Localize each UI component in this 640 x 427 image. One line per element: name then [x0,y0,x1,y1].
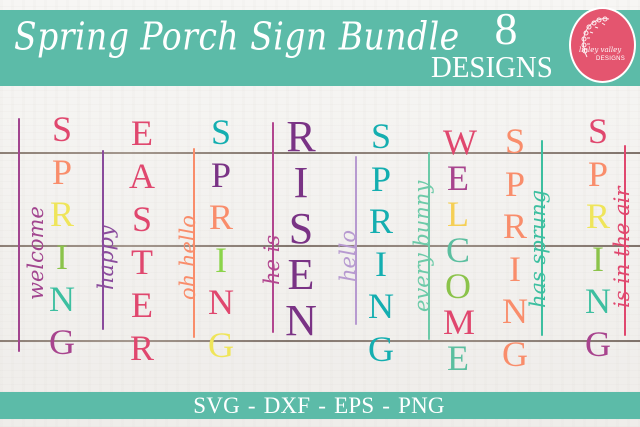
sign-letter: I [509,248,521,289]
format-png: PNG [398,393,445,418]
sign-letter: I [215,239,227,280]
sign-letter: M [443,302,476,342]
sign-letter: A [129,156,155,196]
script-flourish-line [428,152,430,340]
sign-letter: E [447,158,469,198]
sign-letter: R [49,194,74,234]
format-separator: - [247,393,256,418]
sign-letter: W [443,122,477,162]
plank-seam [0,340,640,342]
sign-letter: G [585,323,611,364]
brand-logo: linley valley DESIGNS [569,7,636,83]
sign-letter: I [56,236,68,277]
format-eps: EPS [334,393,375,418]
sign-letter: S [131,199,153,239]
sign-letter: I [592,238,604,279]
script-flourish-line [541,140,543,336]
script-flourish-line [624,145,626,336]
sign-letter: E [131,113,153,153]
script-phrase: has sprung [526,189,550,308]
sign-letter: T [131,242,153,282]
sign-letter: N [208,282,234,322]
sign-letter: R [286,112,316,161]
script-phrase: is in the air [610,186,634,308]
sign-letter: N [585,281,611,321]
script-phrase: every bunny [410,180,434,312]
format-separator: - [318,393,327,418]
script-flourish-line [102,150,104,330]
sign-letter: I [375,243,387,284]
sign-letter: P [587,153,609,194]
sign-letter: S [370,116,392,156]
sign-letter: S [587,111,609,151]
brand-name-script: linley valley [579,46,622,54]
plank-seam [0,245,640,247]
sign-letter: S [504,121,526,161]
bundle-title: Spring Porch Sign Bundle [14,14,460,59]
sign-letter: R [585,196,610,236]
format-svg: SVG [193,393,240,418]
sign-letter: R [368,201,393,241]
sign-letter: G [208,324,234,365]
sign-letter: N [502,291,528,331]
script-flourish-line [18,118,20,352]
sign-letter: G [502,333,528,374]
sign-letter: N [285,296,317,345]
design-count: 8 [494,3,518,54]
design-count-label: DESIGNS [431,49,553,84]
sign-letter: C [445,230,470,270]
plank-seam [0,152,640,154]
sign-letter: P [370,158,392,199]
sign-letter: R [208,197,233,237]
file-formats: SVG - DXF - EPS - PNG [0,392,640,420]
script-phrase: hello [336,229,360,282]
sign-letter: S [288,204,314,253]
sign-letter: G [49,321,75,362]
format-separator: - [382,393,391,418]
script-flourish-line [193,148,195,338]
sign-letter: P [210,154,232,195]
script-phrase: oh hello [176,215,200,300]
sign-letter: E [131,285,153,325]
script-flourish-line [355,156,357,325]
formats-banner [0,392,640,419]
format-dxf: DXF [263,393,311,418]
script-phrase: he is [260,234,284,285]
sign-letter: N [49,279,75,319]
script-phrase: welcome [24,206,48,300]
sign-letter: S [51,109,73,149]
sign-letter: L [447,194,469,234]
sign-letter: G [368,328,394,369]
script-flourish-line [272,122,274,333]
sign-letter: E [287,250,315,299]
sign-letter: O [445,266,471,306]
sign-letter: S [210,112,232,152]
floral-wreath-icon [581,16,610,58]
sign-letter: R [129,328,154,368]
brand-name-word: DESIGNS [596,56,626,62]
sign-letter: I [293,158,309,207]
sign-letter: E [447,338,469,378]
sign-letter: P [51,151,73,192]
title-banner [0,10,640,86]
sign-letter: N [368,286,394,326]
sign-letter: P [504,163,526,204]
sign-letter: R [502,206,527,246]
script-phrase: happy [94,225,118,290]
